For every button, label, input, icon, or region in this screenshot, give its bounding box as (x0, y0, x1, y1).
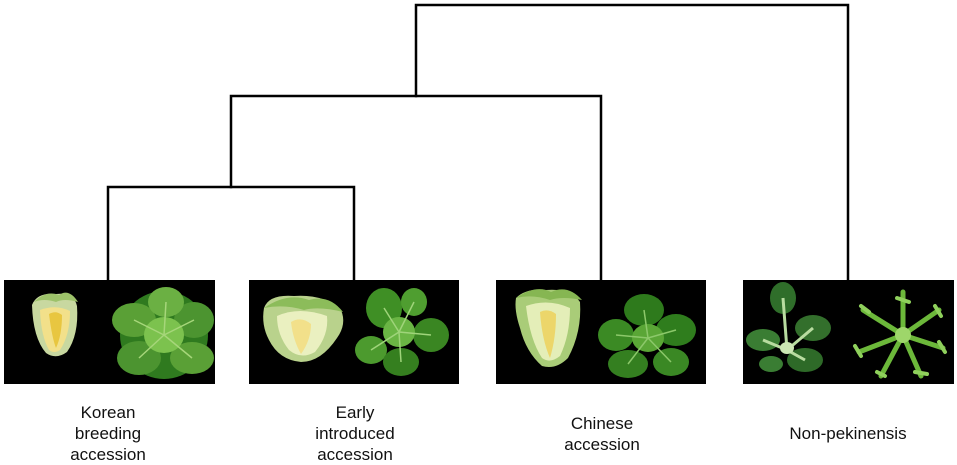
frilly-leaf-rosette-icon (853, 289, 947, 379)
napa-cabbage-head-cut-icon (32, 292, 78, 357)
korean-accession-label: Korean breeding accession (70, 403, 146, 464)
nonpekinensis-label: Non-pekinensis (789, 424, 907, 443)
nonpekinensis-photo-panel (743, 280, 954, 384)
leafy-rosette-plant-icon (598, 294, 696, 378)
clade-korean-early-branch (106, 185, 356, 281)
chinese-accession-label: Chinese accession (564, 414, 640, 454)
clade-root-branch (414, 3, 850, 281)
napa-cabbage-head-cut-icon (515, 289, 582, 367)
korean-accession-photo-panel (4, 280, 215, 384)
chinese-accession-photo-panel (496, 280, 706, 384)
napa-cabbage-head-cut-icon (263, 295, 344, 362)
early-accession-label: Early introduced accession (315, 403, 395, 464)
leafy-rosette-plant-icon (112, 287, 214, 379)
early-accession-photo-panel (249, 280, 459, 384)
pak-choi-plant-icon (746, 282, 831, 372)
leafy-rosette-plant-icon (355, 288, 449, 376)
